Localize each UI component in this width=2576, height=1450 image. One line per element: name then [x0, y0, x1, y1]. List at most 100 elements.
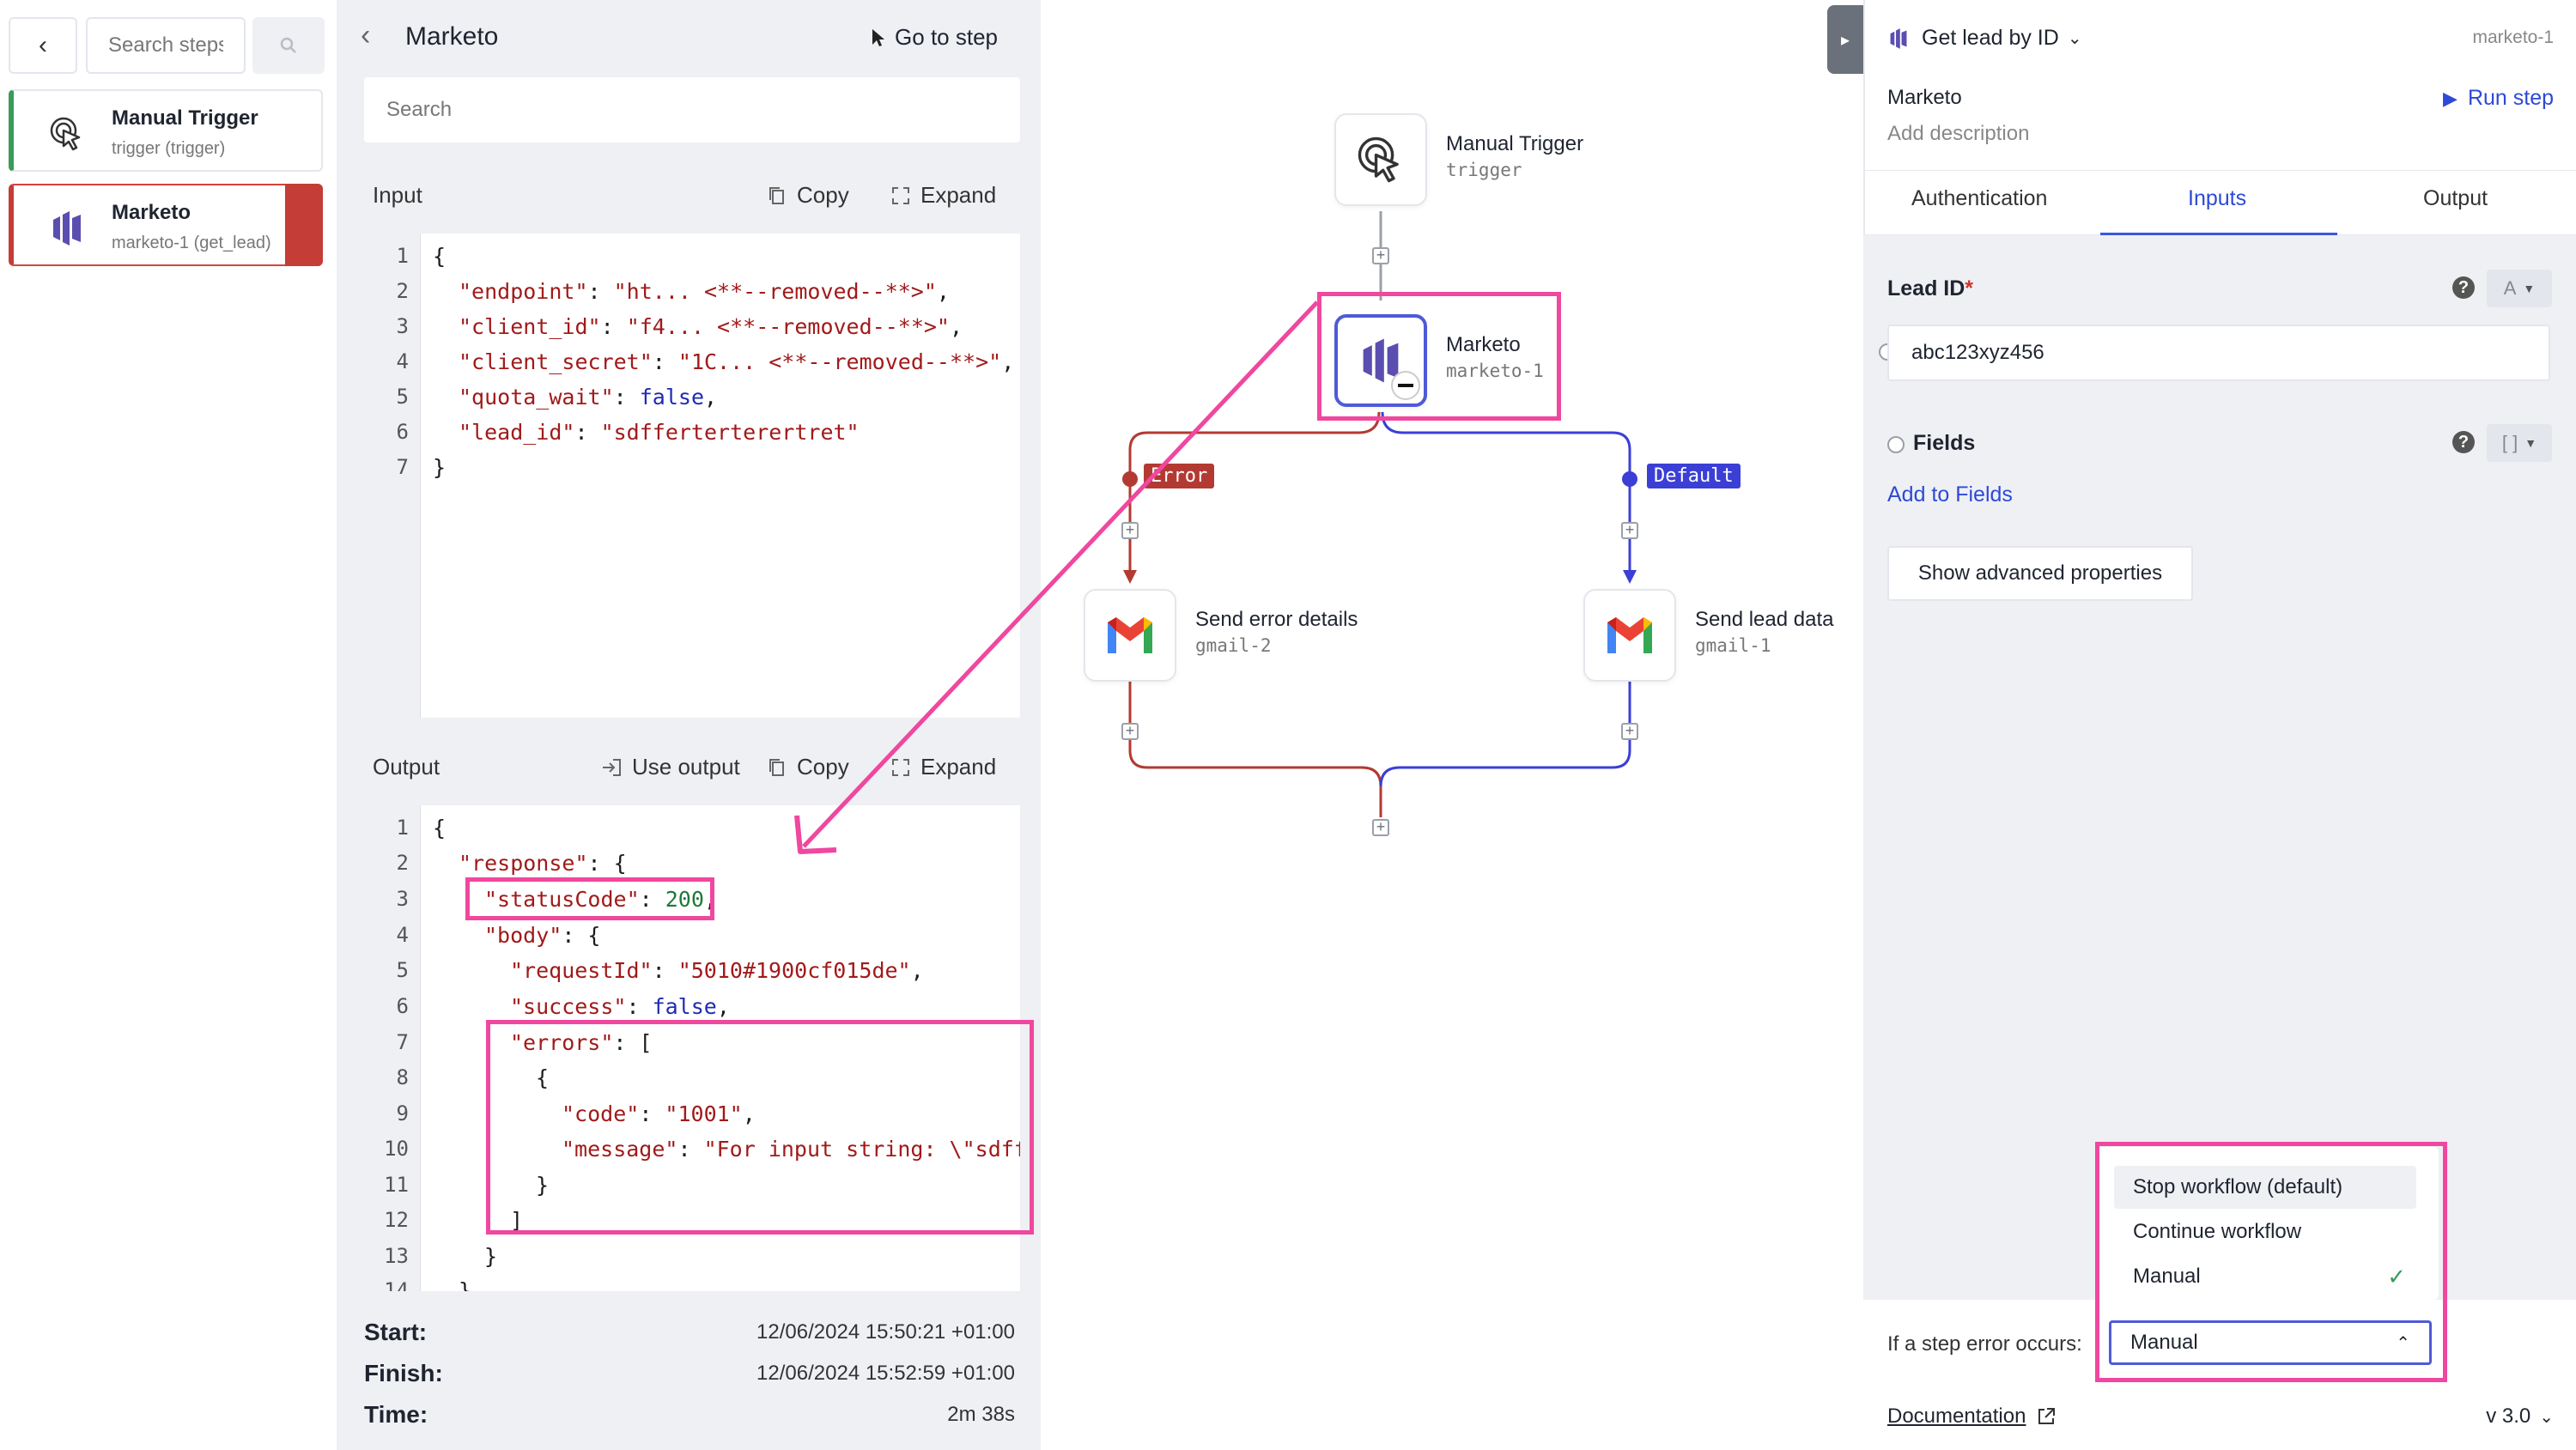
step-search-button[interactable]	[252, 17, 325, 74]
expand-output-button[interactable]: Expand	[891, 754, 996, 780]
add-description-link[interactable]: Add description	[1887, 122, 2030, 145]
step-title: Marketo	[112, 201, 191, 224]
gmail-icon	[1108, 617, 1152, 653]
debug-step-title: Marketo	[405, 22, 499, 51]
start-label: Start:	[364, 1319, 428, 1345]
node-subtitle: gmail-2	[1195, 635, 1272, 656]
steps-sidebar: ‹ Search steps Manual Trigger trigger (t…	[0, 0, 337, 1450]
help-icon[interactable]: ?	[2452, 431, 2475, 453]
expand-icon	[892, 186, 909, 204]
cursor-icon	[872, 28, 885, 46]
annotation-box-errors	[486, 1020, 1034, 1235]
lead-id-type-select[interactable]: A▼	[2487, 270, 2552, 307]
output-label: Output	[373, 754, 440, 780]
fields-radio[interactable]	[1887, 436, 1905, 453]
add-to-fields-link[interactable]: Add to Fields	[1887, 482, 2013, 507]
sign-in-icon	[603, 758, 621, 776]
step-subtitle: marketo-1 (get_lead)	[112, 234, 271, 252]
chevron-down-icon: ⌄	[2539, 1407, 2554, 1427]
copy-icon	[769, 186, 784, 204]
active-tab-indicator	[2100, 233, 2337, 236]
expand-input-button[interactable]: Expand	[891, 182, 996, 209]
annotation-box-marketo-node	[1317, 292, 1561, 421]
line-gutter	[364, 234, 421, 718]
step-item-marketo[interactable]: Marketo marketo-1 (get_lead)	[9, 184, 323, 266]
menu-item-stop-workflow[interactable]: Stop workflow (default)	[2114, 1166, 2416, 1209]
app-name: Marketo	[1887, 86, 1962, 109]
marketo-logo-icon	[1890, 28, 1907, 49]
step-title: Manual Trigger	[112, 106, 258, 130]
collapse-config-button[interactable]: ▸	[1827, 5, 1863, 74]
error-handling-label: If a step error occurs:	[1887, 1332, 2082, 1356]
step-item-manual-trigger[interactable]: Manual Trigger trigger (trigger)	[9, 89, 323, 172]
time-label: Time:	[364, 1401, 428, 1428]
add-step-button[interactable]: +	[1621, 522, 1638, 539]
inputs-form: Lead ID* ? A▼ abc123xyz456 Fields ? [ ]▼…	[1863, 235, 2576, 1300]
tab-inputs[interactable]: Inputs	[2188, 186, 2247, 210]
go-to-step-button[interactable]: Go to step	[871, 24, 998, 51]
time-value: 2m 38s	[947, 1403, 1015, 1426]
external-link-icon	[2038, 1408, 2056, 1424]
lead-id-input[interactable]: abc123xyz456	[1887, 325, 2550, 381]
copy-icon	[769, 758, 784, 776]
add-step-button[interactable]: +	[1372, 819, 1389, 836]
back-chevron-icon[interactable]: ‹	[361, 19, 371, 52]
marketo-logo-icon	[1363, 338, 1399, 383]
output-json-viewer[interactable]: 1{ 2"response": { 3"statusCode": 200, 4"…	[364, 805, 1020, 1291]
node-marketo[interactable]	[1334, 314, 1427, 407]
add-step-button[interactable]: +	[1621, 723, 1638, 740]
output-section-header: Output Use output Copy Expand	[364, 730, 1020, 804]
menu-item-manual[interactable]: Manual ✓	[2133, 1263, 2406, 1289]
cursor-click-icon	[1358, 137, 1399, 183]
run-step-button[interactable]: ▶ Run step	[2443, 86, 2554, 110]
step-id: marketo-1	[2472, 27, 2554, 47]
default-branch-badge: Default	[1647, 464, 1741, 488]
collapse-node-icon[interactable]	[1391, 371, 1420, 400]
tab-authentication[interactable]: Authentication	[1911, 186, 2048, 210]
finish-value: 12/06/2024 15:52:59 +01:00	[756, 1362, 1015, 1385]
use-output-button[interactable]: Use output	[601, 754, 740, 780]
checkmark-icon: ✓	[2387, 1263, 2406, 1289]
help-icon[interactable]: ?	[2452, 276, 2475, 299]
error-handling-select[interactable]: Manual ⌃	[2109, 1320, 2432, 1365]
node-send-error-details[interactable]	[1084, 589, 1176, 682]
add-step-button[interactable]: +	[1372, 247, 1389, 264]
node-subtitle: trigger	[1446, 160, 1522, 180]
error-indicator	[285, 184, 323, 266]
add-step-button[interactable]: +	[1121, 522, 1139, 539]
step-subtitle: trigger (trigger)	[112, 139, 226, 158]
search-icon	[280, 37, 296, 53]
debug-header: ‹ Marketo Go to step	[361, 0, 1017, 77]
add-step-button[interactable]: +	[1121, 723, 1139, 740]
chevron-down-icon: ⌄	[2067, 29, 2082, 48]
step-search-input[interactable]: Search steps	[86, 17, 246, 74]
caret-down-icon: ▼	[2523, 282, 2536, 295]
chevron-up-icon: ⌃	[2396, 1333, 2410, 1353]
error-handling-menu: Stop workflow (default) Continue workflo…	[2095, 1147, 2439, 1300]
workflow-canvas[interactable]: + + + + + + Manual Trigger trigger Marke…	[1041, 0, 1863, 1450]
node-send-lead-data[interactable]	[1583, 589, 1676, 682]
input-json-viewer[interactable]: 1{ 2"endpoint": "ht... <**--removed--**>…	[364, 234, 1020, 718]
copy-input-button[interactable]: Copy	[768, 182, 849, 209]
gmail-icon	[1607, 617, 1652, 653]
expand-icon	[892, 758, 909, 776]
step-name-dropdown[interactable]: Get lead by ID ⌄	[1922, 26, 2082, 50]
show-advanced-properties-button[interactable]: Show advanced properties	[1887, 546, 2193, 601]
version-select[interactable]: v 3.0 ⌄	[2486, 1404, 2554, 1428]
node-subtitle: marketo-1	[1446, 361, 1544, 381]
copy-output-button[interactable]: Copy	[768, 754, 849, 780]
fields-type-select[interactable]: [ ]▼	[2487, 424, 2552, 462]
debug-search-input[interactable]: Search	[364, 77, 1020, 143]
menu-item-continue-workflow[interactable]: Continue workflow	[2133, 1220, 2302, 1243]
input-label: Input	[373, 182, 422, 208]
finish-label: Finish:	[364, 1360, 443, 1386]
node-manual-trigger[interactable]	[1334, 113, 1427, 206]
chevron-left-icon: ‹	[39, 31, 47, 59]
tab-output[interactable]: Output	[2423, 186, 2488, 210]
node-title: Send error details	[1195, 608, 1358, 631]
line-gutter	[364, 805, 421, 1291]
documentation-link[interactable]: Documentation	[1887, 1404, 2057, 1429]
play-icon: ▶	[2443, 87, 2458, 109]
collapse-steps-button[interactable]: ‹	[9, 17, 77, 74]
